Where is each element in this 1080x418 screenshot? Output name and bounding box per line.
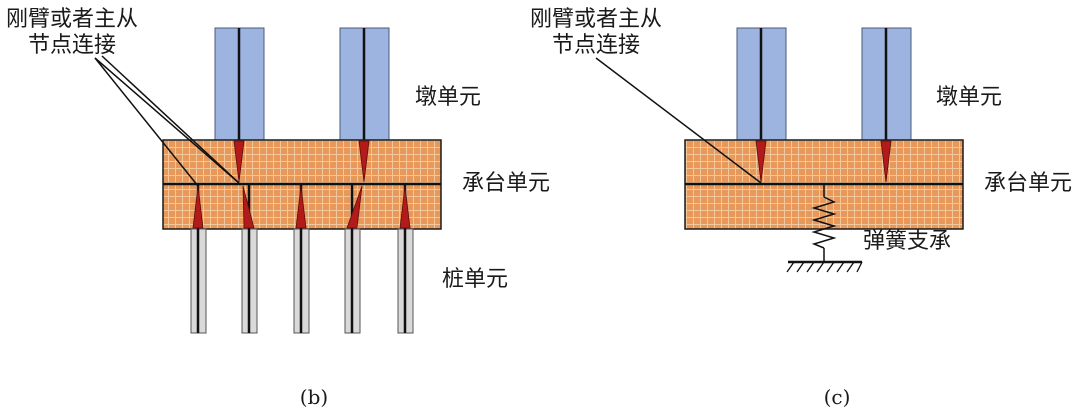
panel-b: 刚臂或者主从 节点连接 墩单元 承台单元 桩单元 (b) xyxy=(6,7,550,409)
callout-text-line1: 刚臂或者主从 xyxy=(530,7,662,32)
link-pile-2 xyxy=(242,185,255,229)
link-pier-left xyxy=(755,140,767,183)
pile-4 xyxy=(344,185,361,334)
label-cap: 承台单元 xyxy=(984,171,1072,196)
callout-text-line1: 刚臂或者主从 xyxy=(6,7,138,32)
label-pier: 墩单元 xyxy=(936,85,1002,110)
label-pile: 桩单元 xyxy=(442,267,508,292)
callout-leaders xyxy=(94,55,240,187)
link-pile-3 xyxy=(295,185,307,229)
link-pile-1 xyxy=(192,185,204,229)
link-pier-right xyxy=(880,140,892,183)
link-pile-4 xyxy=(346,185,363,229)
link-pier-left xyxy=(233,140,245,183)
caption-b: (b) xyxy=(300,385,328,409)
callout-text-line2: 节点连接 xyxy=(552,33,640,58)
link-pile-5 xyxy=(399,185,411,229)
callout-leader xyxy=(595,57,762,184)
callout-text-line2: 节点连接 xyxy=(28,33,116,58)
label-cap: 承台单元 xyxy=(462,171,550,196)
caption-c: (c) xyxy=(824,385,851,409)
spring-support xyxy=(786,185,863,273)
panel-c: 刚臂或者主从 节点连接 墩单元 承台单元 弹簧支承 (c) xyxy=(530,7,1072,409)
link-pier-right xyxy=(358,140,370,183)
label-spring: 弹簧支承 xyxy=(863,229,951,254)
label-pier: 墩单元 xyxy=(415,85,481,110)
rigid-links xyxy=(755,140,892,183)
rigid-links xyxy=(192,140,411,229)
piles xyxy=(190,185,414,334)
